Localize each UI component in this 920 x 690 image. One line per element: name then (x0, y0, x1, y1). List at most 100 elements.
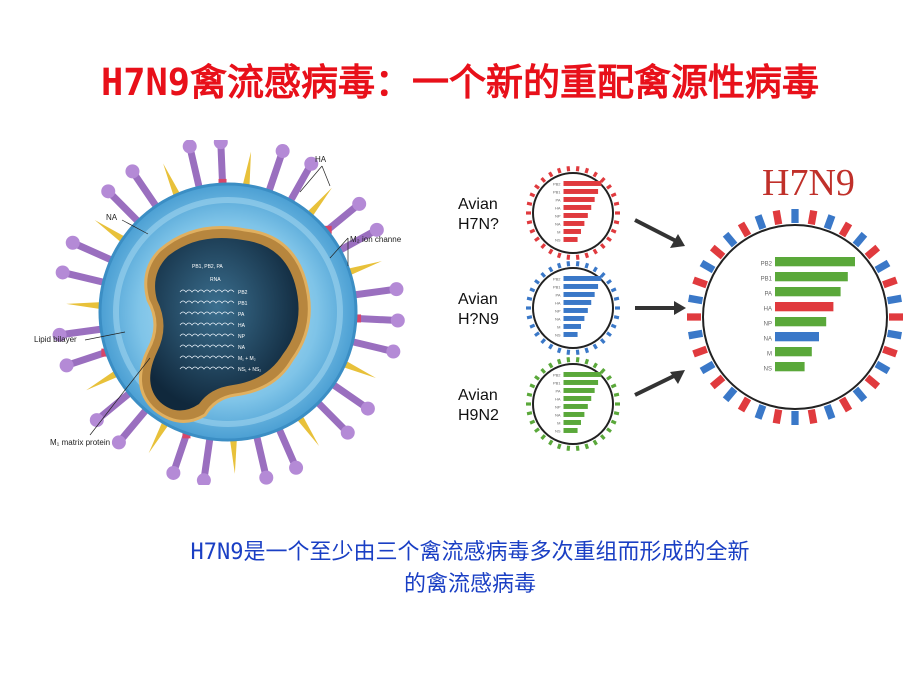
rna-segment (179, 366, 235, 370)
na-label: NA (106, 213, 118, 222)
gene-segment-label: HA (555, 396, 561, 401)
gene-segment-label: NP (555, 213, 561, 218)
gene-segment-label: HA (764, 306, 772, 312)
ha-label: HA (315, 155, 327, 164)
source-virus-subtype-label: H7N? (458, 216, 499, 233)
ha-spike (69, 239, 121, 266)
gene-segment-bar (775, 347, 812, 357)
ha-spike-head (389, 282, 404, 297)
gene-segment-label: HA (555, 300, 561, 305)
surface-protein (526, 411, 533, 416)
ha-spike (251, 427, 270, 482)
surface-protein (592, 362, 598, 369)
ha-spike (331, 226, 381, 257)
gene-segment-label: PA (555, 292, 560, 297)
ha-spike-head (369, 222, 384, 237)
gene-segment-bar (563, 229, 581, 234)
surface-protein (540, 243, 547, 249)
reassortment-diagram: AvianH7N?PB2PB1PAHANPNAMNSAvianH?N9PB2PB… (458, 162, 903, 451)
surface-protein (534, 375, 540, 381)
rna-segment-label: NS₁ + NS₂ (238, 367, 261, 373)
source-virus-host-label: Avian (458, 196, 498, 213)
surface-protein (592, 171, 598, 178)
arrow-1 (634, 218, 685, 248)
surface-protein (692, 276, 708, 289)
surface-protein (534, 279, 540, 285)
ha-spike-head (101, 184, 116, 199)
gene-segment-label: PB1 (553, 284, 561, 289)
surface-protein (610, 192, 617, 198)
source-virus-subtype-label: H?N9 (458, 311, 499, 328)
surface-protein (548, 266, 554, 273)
surface-protein (575, 166, 580, 172)
ha-spike-head (390, 313, 405, 328)
surface-protein (529, 419, 536, 425)
gene-segment-label: NA (555, 221, 561, 226)
surface-protein (540, 434, 547, 440)
source-virus-host-label: Avian (458, 387, 498, 404)
gene-segment-bar (563, 205, 592, 210)
surface-protein (566, 349, 571, 355)
na-spike (229, 433, 238, 474)
rna-segment-label: PB2 (238, 290, 248, 296)
surface-protein (556, 347, 562, 354)
surface-protein (874, 259, 891, 274)
surface-protein (606, 331, 612, 337)
surface-protein (709, 374, 726, 390)
gene-segment-bar (775, 272, 848, 282)
gene-segment-bar (775, 332, 819, 342)
ha-spike (263, 147, 287, 200)
caption: H7N9是一个至少由三个禽流感病毒多次重组而形成的全新 的禽流感病毒 (80, 537, 860, 601)
gene-segment-bar (775, 317, 827, 327)
surface-protein (606, 184, 612, 190)
gene-segment-label: NP (555, 404, 561, 409)
gene-segment-bar (563, 372, 602, 377)
surface-protein (599, 338, 606, 344)
surface-protein (699, 259, 716, 274)
rna-segment-label: HA (238, 323, 246, 329)
surface-protein (575, 349, 580, 355)
surface-protein (534, 236, 540, 242)
m2-channel-label: M₂ ion channe (350, 235, 402, 244)
ha-spike (343, 336, 397, 356)
ha-spike-head (166, 465, 181, 480)
surface-protein (548, 248, 554, 255)
ha-spike (128, 167, 163, 215)
gene-segment-label: HA (555, 205, 561, 210)
surface-protein (737, 396, 752, 413)
surface-protein (548, 343, 554, 350)
na-spike (342, 261, 382, 278)
ha-spike-head (65, 235, 80, 250)
ha-spike-head (125, 164, 140, 179)
gene-segment-label: NS (555, 332, 561, 337)
surface-protein (688, 329, 704, 340)
gene-segment-bar (775, 287, 841, 297)
surface-protein (606, 236, 612, 242)
gene-segment-bar (563, 181, 602, 186)
na-spike (163, 163, 183, 202)
gene-segment-label: M (767, 351, 772, 357)
surface-protein (606, 279, 612, 285)
gene-segment-bar (563, 420, 581, 425)
ha-spike (104, 187, 146, 229)
ha-spike-head (55, 265, 70, 280)
surface-protein (613, 201, 620, 206)
surface-protein (606, 375, 612, 381)
gene-segment-label: NP (764, 321, 772, 327)
ha-spike-head (386, 344, 401, 359)
surface-protein (534, 427, 540, 433)
gene-segment-bar (563, 237, 578, 242)
surface-protein (610, 383, 617, 389)
surface-protein (610, 323, 617, 329)
rna-segment-label: PB1 (238, 301, 248, 307)
arrow-2 (635, 301, 686, 315)
ha-spike (310, 395, 352, 437)
surface-protein (566, 254, 571, 260)
rna-segment-label: M₁ + M₂ (238, 356, 256, 362)
surface-protein (556, 443, 562, 450)
gene-segment-label: PB1 (761, 276, 773, 282)
